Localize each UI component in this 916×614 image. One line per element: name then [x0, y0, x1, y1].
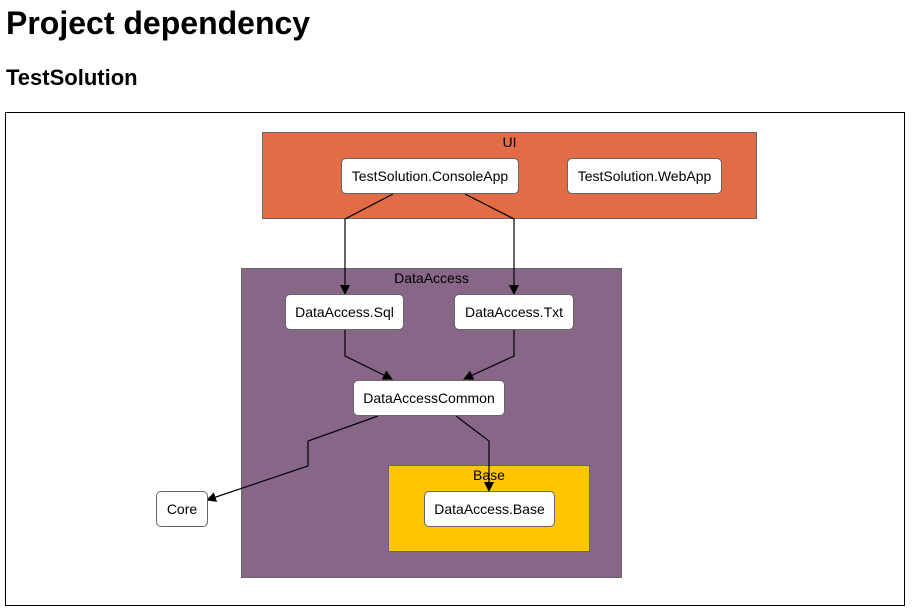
- group-dataaccess-label: DataAccess: [394, 270, 469, 286]
- node-dataaccess-txt[interactable]: DataAccess.Txt: [454, 294, 574, 330]
- node-dataaccesscommon[interactable]: DataAccessCommon: [353, 380, 505, 416]
- page-title: Project dependency: [6, 5, 311, 41]
- node-dataaccess-sql-label: DataAccess.Sql: [295, 304, 394, 320]
- node-dataaccess-base[interactable]: DataAccess.Base: [424, 491, 555, 527]
- node-webapp[interactable]: TestSolution.WebApp: [567, 158, 722, 194]
- group-ui-label: UI: [502, 134, 517, 150]
- group-base-label: Base: [473, 467, 505, 483]
- node-core[interactable]: Core: [156, 491, 208, 527]
- node-dataaccesscommon-label: DataAccessCommon: [363, 390, 495, 406]
- node-dataaccess-base-label: DataAccess.Base: [434, 501, 545, 517]
- solution-heading: TestSolution: [6, 65, 138, 90]
- node-dataaccess-txt-label: DataAccess.Txt: [464, 304, 564, 320]
- node-core-label: Core: [166, 501, 198, 517]
- node-dataaccess-sql[interactable]: DataAccess.Sql: [285, 294, 404, 330]
- diagram-frame: UI DataAccess Base TestSolution.ConsoleA…: [5, 112, 905, 606]
- node-consoleapp-label: TestSolution.ConsoleApp: [351, 168, 509, 184]
- node-webapp-label: TestSolution.WebApp: [577, 168, 712, 184]
- node-consoleapp[interactable]: TestSolution.ConsoleApp: [341, 158, 519, 194]
